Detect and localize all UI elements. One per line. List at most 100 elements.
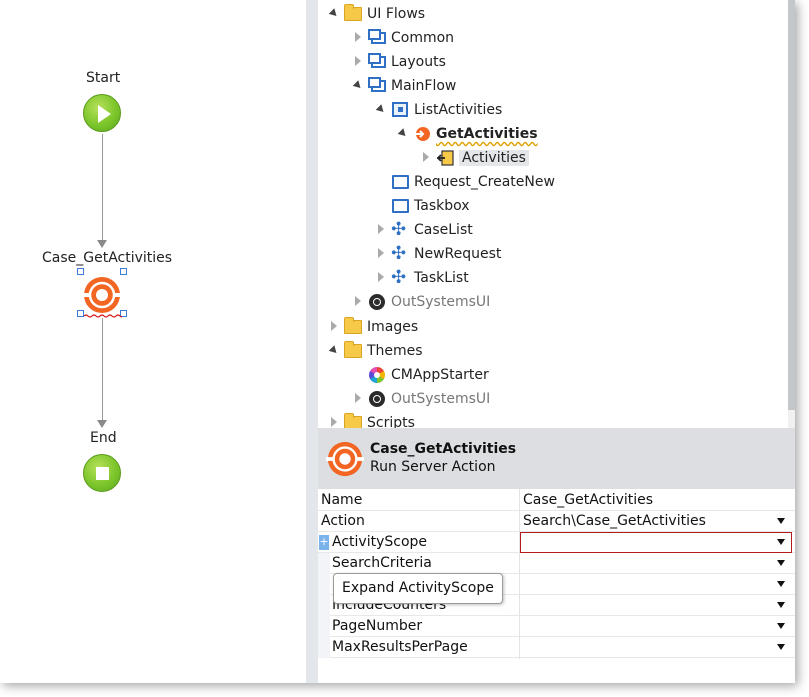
selection-handle[interactable] — [77, 310, 84, 317]
tree-item-label: NewRequest — [414, 246, 502, 262]
folder-open-icon — [344, 4, 362, 23]
expand-icon[interactable] — [352, 295, 364, 309]
property-name: SearchCriteria — [332, 555, 432, 571]
selection-handle[interactable] — [77, 268, 84, 275]
expand-icon[interactable] — [375, 247, 387, 261]
data-action-icon — [413, 125, 431, 143]
tree-item-caselist[interactable]: ✣ CaseList — [375, 218, 473, 242]
dropdown-arrow-icon[interactable] — [777, 644, 785, 650]
dropdown-arrow-icon[interactable] — [777, 560, 785, 566]
ui-flow-icon — [368, 77, 386, 95]
error-squiggle — [84, 314, 122, 318]
ui-flow-icon — [368, 53, 386, 71]
property-row-searchcriteria[interactable]: SearchCriteria — [318, 553, 795, 574]
tree-item-scripts[interactable]: Scripts — [328, 411, 415, 428]
property-row-pagenumber[interactable]: PageNumber — [318, 616, 795, 637]
tree-item-label: CMAppStarter — [391, 367, 489, 383]
property-value[interactable]: Search\Case_GetActivities — [523, 513, 706, 529]
tree-scrollbar-thumb[interactable] — [788, 0, 795, 410]
property-name: MaxResultsPerPage — [332, 639, 468, 655]
tree-item-themes[interactable]: Themes — [328, 339, 423, 363]
tree-item-listactivities[interactable]: ListActivities — [375, 98, 502, 122]
selection-handle[interactable] — [120, 310, 127, 317]
expand-icon[interactable] — [328, 320, 340, 334]
collapse-icon[interactable] — [397, 127, 409, 140]
dropdown-arrow-icon[interactable] — [777, 623, 785, 629]
tree-item-label: TaskList — [414, 270, 469, 286]
tree-item-label: UI Flows — [367, 6, 426, 22]
tree-item-images[interactable]: Images — [328, 315, 418, 339]
property-row-action[interactable]: Action Search\Case_GetActivities — [318, 511, 795, 532]
start-node[interactable] — [83, 94, 121, 132]
properties-subtitle: Run Server Action — [370, 459, 496, 475]
stop-icon — [96, 467, 109, 480]
expand-icon[interactable] — [352, 55, 364, 69]
module-reference-icon — [368, 390, 386, 408]
tree-item-label: Layouts — [391, 54, 446, 70]
tree-item-label: Scripts — [367, 415, 415, 428]
server-action-node[interactable] — [82, 275, 122, 315]
server-action-icon — [326, 441, 364, 477]
tree-item-cmappstarter[interactable]: CMAppStarter — [352, 363, 489, 387]
dropdown-arrow-icon[interactable] — [777, 581, 785, 587]
properties-header: Case_GetActivities Run Server Action — [318, 428, 795, 489]
tree-item-label: Activities — [459, 150, 529, 166]
tree-scrollbar[interactable] — [788, 0, 795, 428]
tree-item-request-createnew[interactable]: Request_CreateNew — [375, 170, 555, 194]
property-row-hidden[interactable] — [318, 574, 795, 595]
tree-item-mainflow[interactable]: MainFlow — [352, 74, 456, 98]
tree-item-label: OutSystemsUI — [391, 391, 491, 407]
property-value-error-field[interactable] — [520, 532, 792, 553]
tree-item-ui-flows[interactable]: UI Flows — [328, 2, 425, 26]
property-row-activityscope[interactable]: + ActivityScope — [318, 532, 795, 553]
expand-icon[interactable] — [375, 271, 387, 285]
property-name: PageNumber — [332, 618, 423, 634]
tree-item-common[interactable]: Common — [352, 26, 454, 50]
collapse-icon[interactable] — [328, 344, 340, 357]
collapse-icon[interactable] — [328, 7, 340, 20]
column-divider[interactable] — [519, 489, 520, 659]
property-name: ActivityScope — [332, 534, 428, 550]
flow-canvas[interactable]: Start Case_GetActivities End — [0, 0, 306, 683]
property-name: Name — [321, 492, 363, 508]
tree-item-taskbox[interactable]: Taskbox — [375, 194, 470, 218]
dropdown-arrow-icon[interactable] — [777, 539, 785, 545]
tree-item-outsystemsui-theme[interactable]: OutSystemsUI — [352, 387, 490, 411]
elements-tree[interactable]: UI Flows Common Layouts MainFlow ListAct… — [318, 0, 788, 428]
expand-icon[interactable] — [420, 151, 432, 165]
tree-item-label: Taskbox — [414, 198, 470, 214]
property-row-name[interactable]: Name Case_GetActivities — [318, 490, 795, 511]
tree-item-outsystemsui[interactable]: OutSystemsUI — [352, 290, 490, 314]
collapse-icon[interactable] — [352, 79, 364, 92]
tree-item-getactivities[interactable]: GetActivities — [397, 122, 538, 146]
collapse-icon[interactable] — [375, 103, 387, 116]
tree-item-label: Images — [367, 319, 419, 335]
property-name: Action — [321, 513, 365, 529]
expand-icon[interactable] — [352, 31, 364, 45]
panel-splitter[interactable] — [306, 0, 318, 683]
arrow-head-icon — [97, 420, 107, 428]
properties-title: Case_GetActivities — [370, 441, 517, 457]
property-value[interactable]: Case_GetActivities — [523, 492, 654, 508]
expand-icon[interactable] — [375, 223, 387, 237]
output-parameter-icon — [436, 149, 454, 167]
connector-action-end[interactable] — [102, 318, 103, 421]
dropdown-arrow-icon[interactable] — [777, 602, 785, 608]
module-reference-icon — [368, 293, 386, 311]
selection-handle[interactable] — [120, 268, 127, 275]
expand-plus-icon[interactable]: + — [319, 535, 329, 550]
property-row-maxresultsperpage[interactable]: MaxResultsPerPage — [318, 637, 795, 658]
properties-panel: Case_GetActivities Run Server Action Nam… — [318, 428, 795, 683]
connector-start-action[interactable] — [102, 134, 103, 242]
end-node[interactable] — [83, 454, 121, 492]
expand-icon[interactable] — [328, 416, 340, 429]
block-icon: ✣ — [391, 267, 407, 288]
tree-item-label: MainFlow — [391, 78, 457, 94]
expand-icon[interactable] — [352, 392, 364, 406]
tree-item-tasklist[interactable]: ✣ TaskList — [375, 266, 469, 290]
tree-item-newrequest[interactable]: ✣ NewRequest — [375, 242, 501, 266]
tree-item-activities[interactable]: Activities — [420, 146, 529, 170]
dropdown-arrow-icon[interactable] — [777, 518, 785, 524]
block-icon: ✣ — [391, 243, 407, 264]
tree-item-layouts[interactable]: Layouts — [352, 50, 446, 74]
